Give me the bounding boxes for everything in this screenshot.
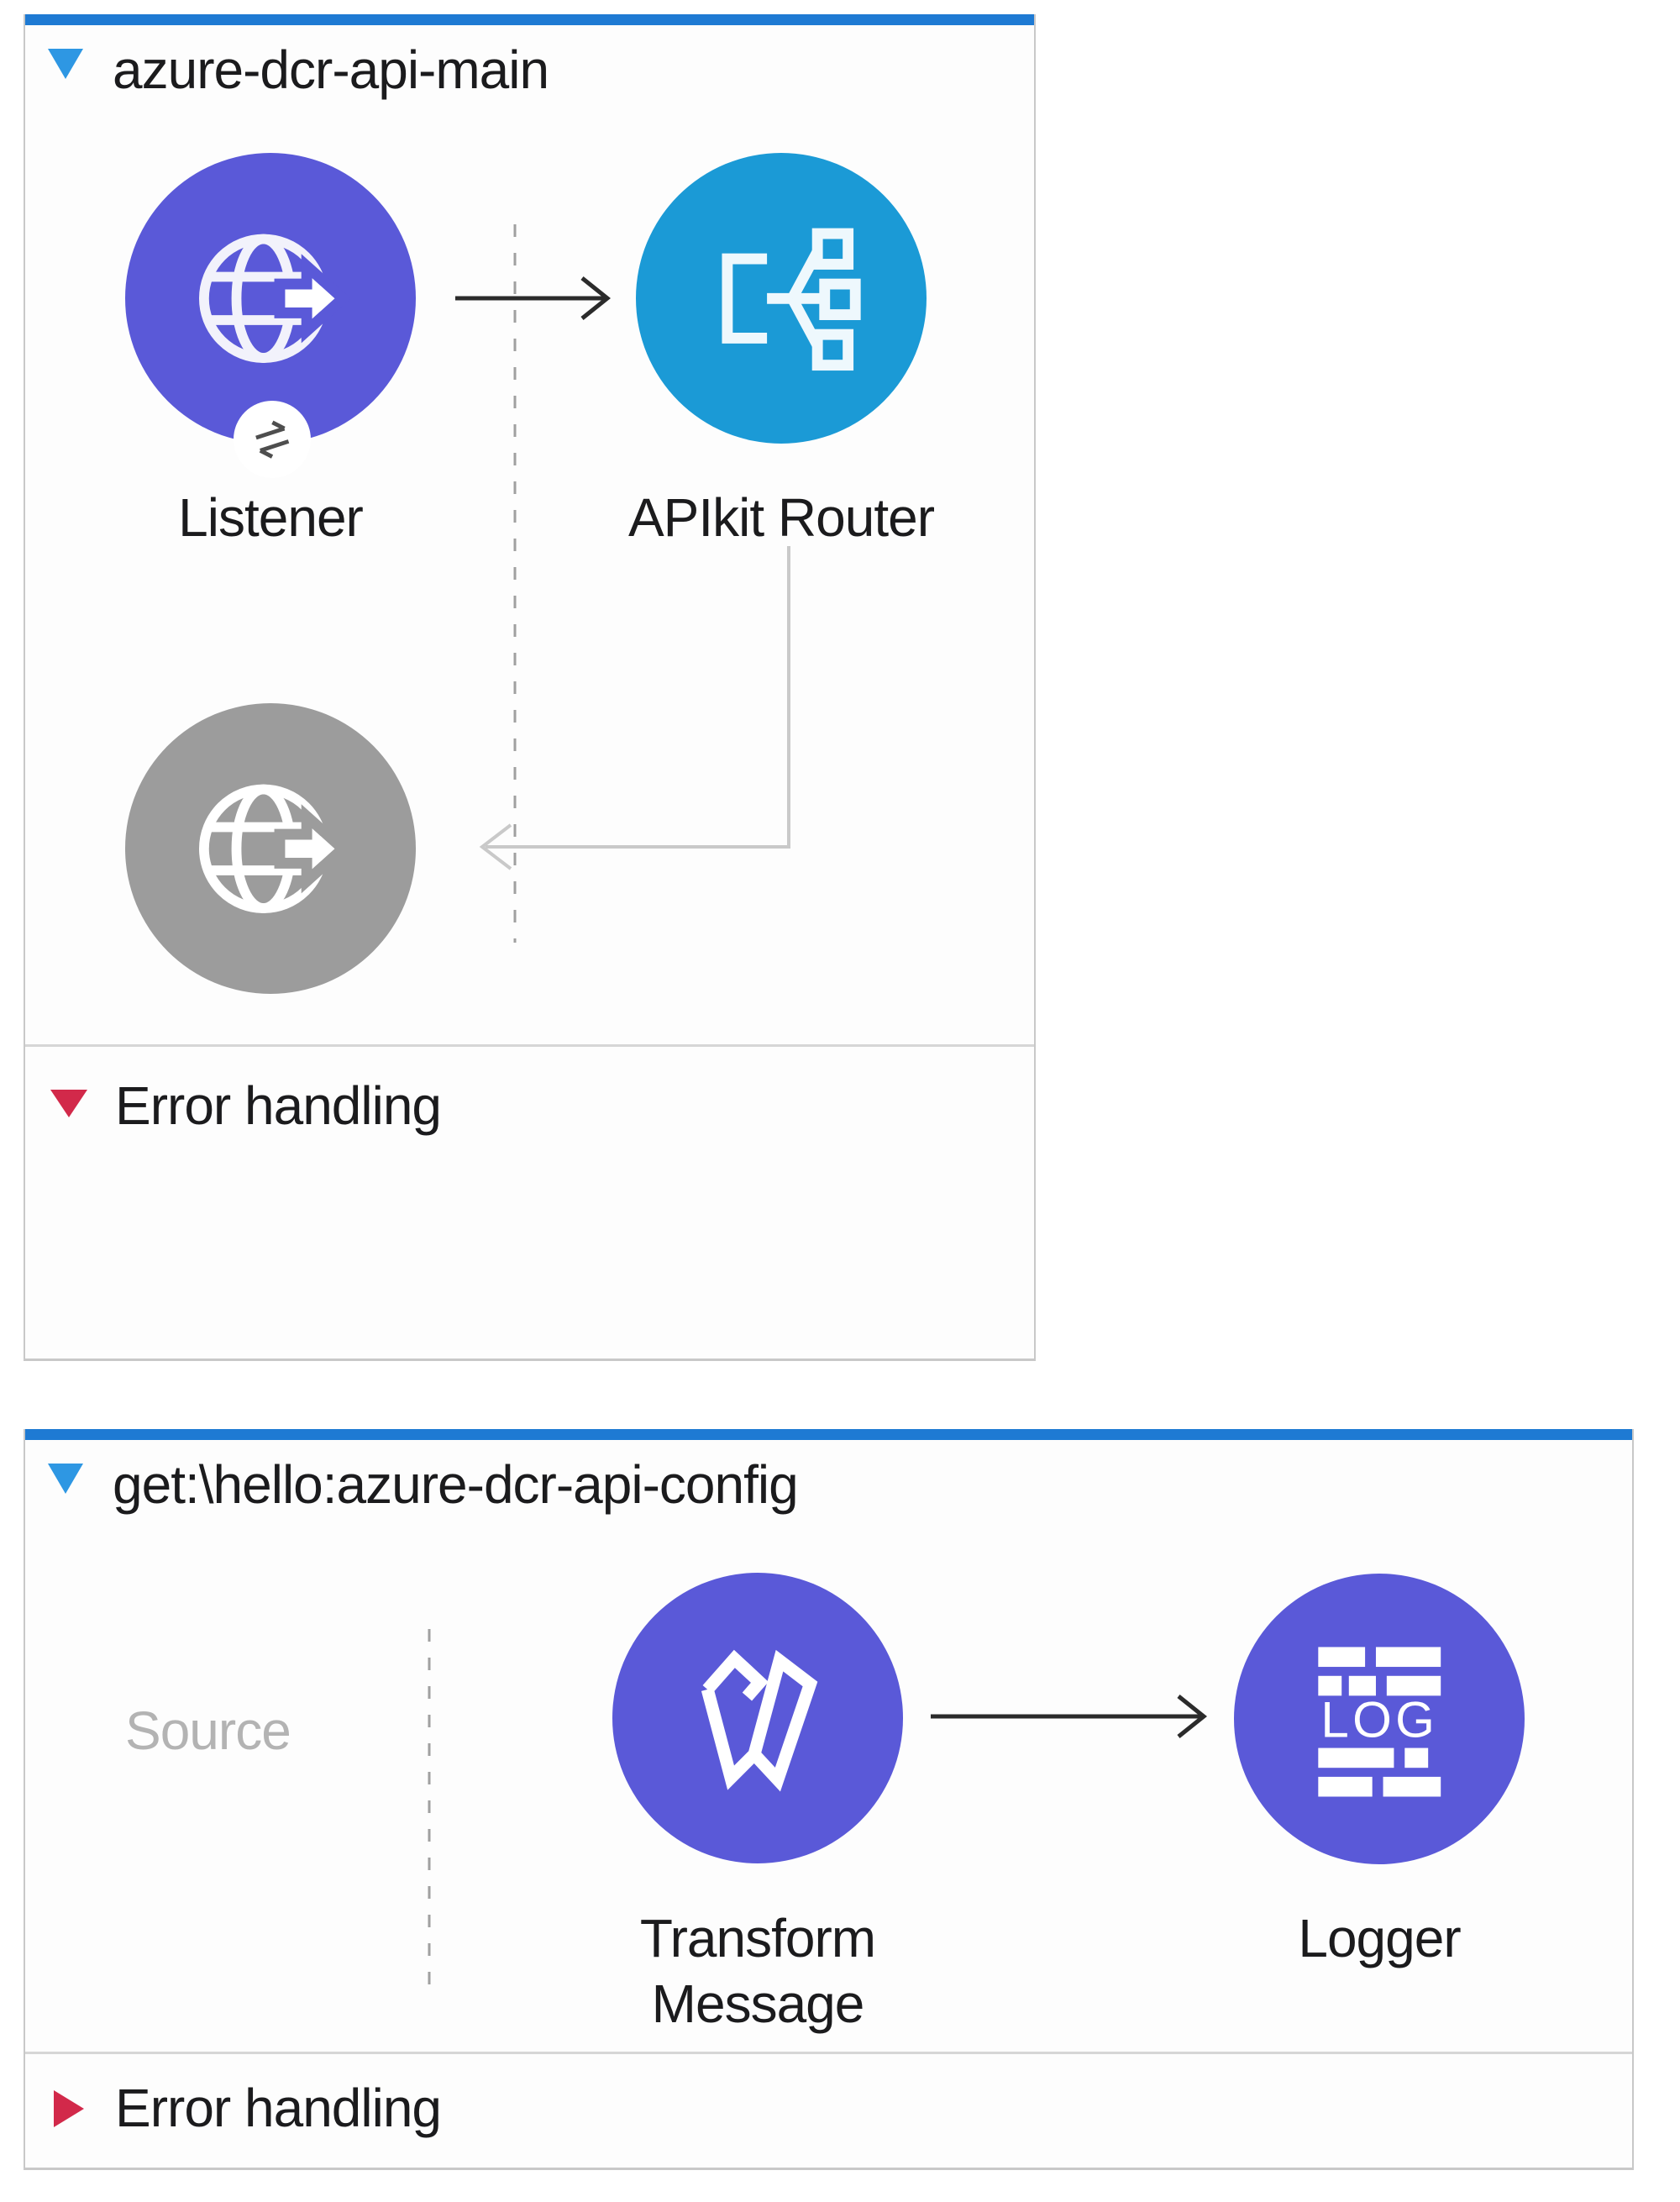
error-section-divider xyxy=(25,1044,1034,1047)
flow-collapse-triangle-icon[interactable] xyxy=(48,1464,83,1494)
node-transform-message[interactable] xyxy=(612,1573,903,1863)
flow-title: get:\hello:azure-dcr-api-config xyxy=(113,1454,799,1515)
globe-arrow-icon xyxy=(198,234,351,363)
error-collapse-triangle-icon[interactable] xyxy=(50,1090,87,1117)
error-handling-label: Error handling xyxy=(115,2078,442,2138)
node-logger[interactable]: LOG xyxy=(1234,1574,1525,1864)
node-http-listener[interactable] xyxy=(125,153,416,444)
flow-selected-bar xyxy=(25,1429,1632,1440)
source-placeholder: Source xyxy=(125,1700,291,1761)
exchange-badge xyxy=(234,401,311,478)
globe-arrow-icon xyxy=(198,784,351,913)
log-icon-text: LOG xyxy=(1320,1691,1438,1747)
router-icon xyxy=(722,228,861,371)
flow2-connectors xyxy=(428,1629,1208,1985)
two-way-arrows-icon xyxy=(255,420,290,459)
flow-container-azure-dcr-api-main[interactable]: azure-dcr-api-main xyxy=(24,14,1036,1361)
node-label-transform-message: Transform Message xyxy=(639,1908,876,2035)
flow-titlebar[interactable]: azure-dcr-api-main xyxy=(25,25,1034,118)
flow-title: azure-dcr-api-main xyxy=(113,39,549,100)
transform-to-logger-arrow xyxy=(931,1695,1208,1738)
listener-to-router-arrow xyxy=(455,276,612,320)
error-expand-triangle-icon[interactable] xyxy=(54,2090,84,2127)
error-handling-label: Error handling xyxy=(115,1075,442,1136)
node-label-logger: Logger xyxy=(1298,1908,1461,1968)
dataweave-icon xyxy=(701,1649,818,1792)
flow-collapse-triangle-icon[interactable] xyxy=(48,49,83,79)
node-label-apikit-router: APIkit Router xyxy=(627,487,935,548)
flow-container-get-hello[interactable]: get:\hello:azure-dcr-api-config Source T… xyxy=(24,1429,1634,2170)
node-http-listener-response[interactable] xyxy=(125,703,416,994)
node-label-listener: Listener xyxy=(178,487,364,548)
flow-titlebar[interactable]: get:\hello:azure-dcr-api-config xyxy=(25,1440,1632,1532)
node-apikit-router[interactable] xyxy=(636,153,927,444)
log-lines-icon: LOG xyxy=(1318,1647,1441,1797)
router-return-connector xyxy=(479,546,790,870)
flow1-connectors xyxy=(455,224,790,943)
flow-selected-bar xyxy=(25,14,1034,25)
error-section-divider xyxy=(25,2052,1632,2054)
